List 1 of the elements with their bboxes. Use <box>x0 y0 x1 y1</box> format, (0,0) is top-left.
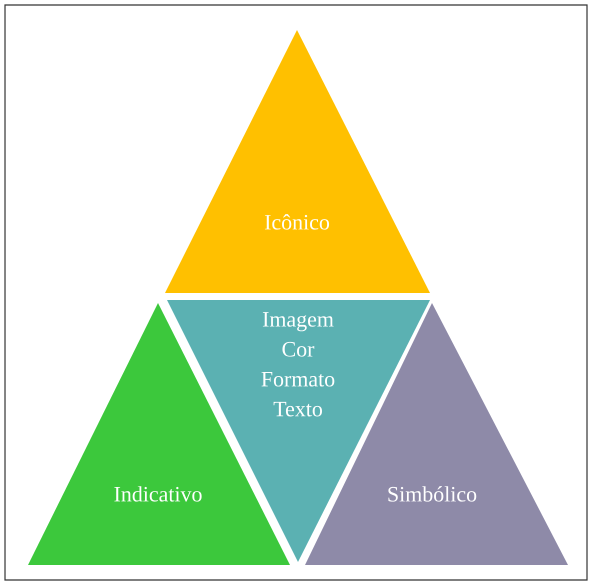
triangle: Icônico <box>165 30 430 293</box>
